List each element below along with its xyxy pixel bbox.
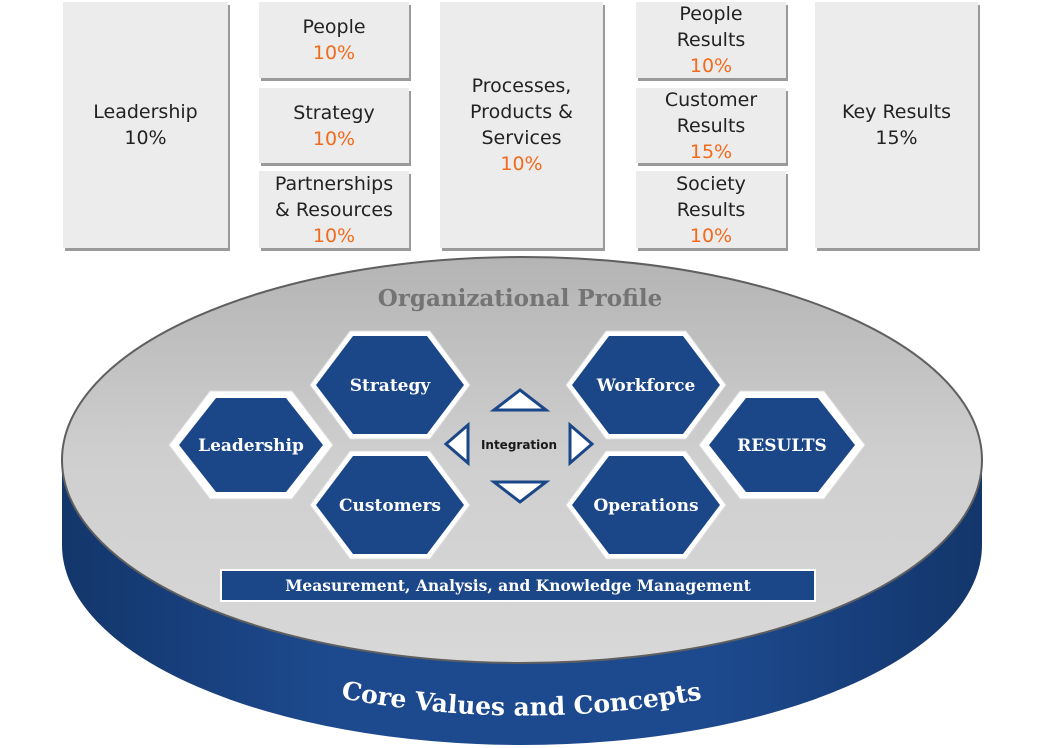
- criterion-box-key-results: Key Results 15%: [815, 2, 978, 248]
- criterion-weight: 15%: [875, 127, 918, 149]
- hexagon-results: RESULTS: [698, 390, 866, 500]
- hexagon-operations-label: Operations: [593, 496, 698, 516]
- criterion-box-processes: Processes, Products & Services 10%: [440, 2, 603, 248]
- criterion-weight: 10%: [312, 127, 356, 150]
- criterion-label: Society Results: [676, 172, 746, 221]
- left-arrow-icon: [443, 421, 470, 467]
- criterion-box-people-results: People Results 10%: [636, 2, 786, 78]
- hexagon-workforce-label: Workforce: [596, 376, 696, 396]
- measurement-bar-label: Measurement, Analysis, and Knowledge Man…: [285, 576, 751, 595]
- criterion-box-society-results: Society Results 10%: [636, 171, 786, 248]
- measurement-bar: [220, 569, 816, 602]
- criterion-weight: 10%: [500, 153, 543, 175]
- hexagon-workforce: Workforce: [565, 330, 727, 440]
- criterion-label: Key Results: [841, 101, 952, 123]
- up-arrow-icon: [489, 388, 551, 412]
- criterion-weight: 10%: [312, 42, 356, 64]
- criterion-label: Leadership: [93, 101, 198, 123]
- criterion-label: People: [302, 16, 366, 38]
- criterion-weight: 10%: [312, 224, 356, 247]
- hexagon-customers: Customers: [309, 450, 471, 560]
- hexagon-leadership-label: Leadership: [198, 436, 304, 456]
- hexagon-results-label: RESULTS: [737, 436, 827, 456]
- criterion-box-leadership: Leadership 10%: [63, 2, 228, 248]
- criterion-weight: 10%: [124, 127, 167, 149]
- integration-label: Integration: [481, 438, 557, 452]
- hexagon-strategy-label: Strategy: [350, 376, 432, 396]
- hexagon-customers-label: Customers: [339, 496, 441, 516]
- criterion-label: Customer Results: [664, 88, 758, 137]
- criterion-label: Partnerships & Resources: [274, 172, 394, 221]
- right-arrow-icon: [568, 421, 595, 467]
- criterion-box-customer-results: Customer Results 15%: [636, 88, 786, 163]
- criterion-label: Processes, Products & Services: [470, 75, 573, 149]
- down-arrow-icon: [489, 480, 551, 504]
- criterion-weight: 10%: [689, 224, 733, 247]
- criterion-label: Strategy: [293, 101, 375, 124]
- criterion-box-strategy: Strategy 10%: [259, 88, 409, 163]
- framework-diagram: Organizational Profile Strategy Customer…: [61, 256, 983, 745]
- criterion-box-people: People 10%: [259, 2, 409, 78]
- organizational-profile-title: Organizational Profile: [378, 285, 662, 312]
- hexagon-strategy: Strategy: [309, 330, 471, 440]
- criterion-weight: 15%: [689, 140, 733, 163]
- criterion-box-partnerships: Partnerships & Resources 10%: [259, 171, 409, 248]
- criterion-weight: 10%: [689, 55, 733, 77]
- hexagon-leadership: Leadership: [168, 390, 334, 500]
- criterion-label: People Results: [676, 3, 746, 51]
- disk-top: [61, 256, 983, 664]
- hexagon-operations: Operations: [565, 450, 727, 560]
